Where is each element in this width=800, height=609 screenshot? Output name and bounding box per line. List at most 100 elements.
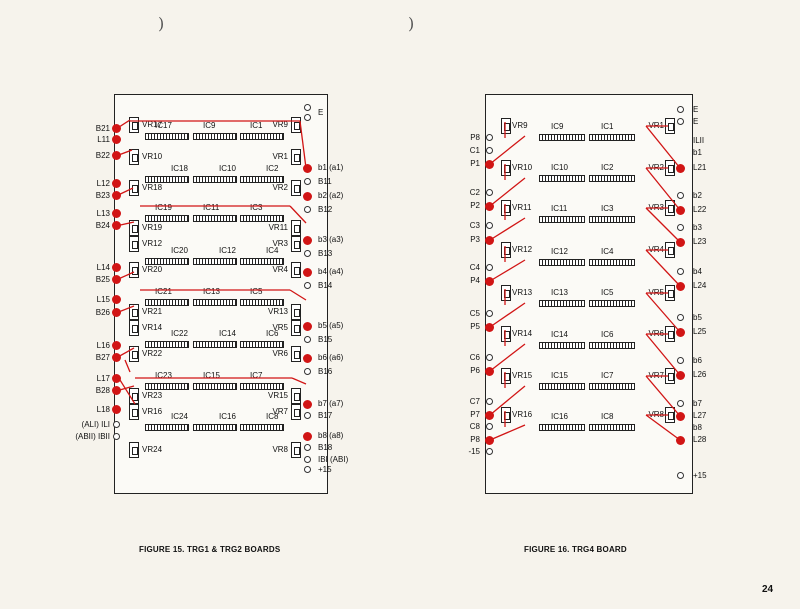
board1-ic-chip — [193, 424, 237, 431]
board1-left-red-pad — [112, 405, 121, 414]
board1-right-label: B18 — [318, 443, 333, 452]
board2-ic-chip — [539, 300, 585, 307]
board1-vr-left-label: VR17 — [142, 120, 163, 129]
board2-left-label: -15 — [468, 447, 480, 456]
board1-left-pad — [113, 421, 120, 428]
board1-ic-label: IC4 — [266, 246, 279, 255]
board2-left-label: C7 — [469, 397, 480, 406]
board1-left-label: B27 — [95, 353, 110, 362]
board1-vr-right-label: VR1 — [272, 152, 288, 161]
board1-vr-right-body — [291, 320, 301, 336]
board1-left-red-pad — [112, 209, 121, 218]
board1-right-pad — [304, 336, 311, 343]
board1-vr-right-label: VR11 — [268, 223, 288, 232]
board2-ic-chip — [539, 342, 585, 349]
board2-left-red-pad — [485, 202, 494, 211]
board2-wire-trace — [489, 135, 526, 165]
board1-ic-label: IC13 — [203, 287, 220, 296]
board2-ic-label: IC7 — [601, 371, 614, 380]
board1-ic-chip — [193, 176, 237, 183]
board2-vr-left-label: VR14 — [512, 329, 533, 338]
board1-vr-right-body — [291, 236, 301, 252]
board1-ic-chip — [240, 383, 284, 390]
board1-ic-chip — [193, 341, 237, 348]
board2-left-pad — [486, 134, 493, 141]
board2-right-pad — [677, 314, 684, 321]
board1-ic-chip — [145, 258, 189, 265]
board2-ic-chip — [539, 175, 585, 182]
board2-ic-chip — [539, 424, 585, 431]
board1-ic-chip — [240, 424, 284, 431]
board1-vr-left-body — [129, 262, 139, 278]
board2-right-pad — [677, 400, 684, 407]
board2-ic-label: IC6 — [601, 330, 614, 339]
board2-left-label: C3 — [469, 221, 480, 230]
board2-ic-chip — [539, 383, 585, 390]
board1-vr-right-label: VR9 — [272, 120, 288, 129]
board1-right-label: B12 — [318, 205, 333, 214]
board2-right-pad — [677, 357, 684, 364]
board1-vr-left-body — [129, 236, 139, 252]
board2-wire-trace — [645, 125, 681, 169]
board1-ic-label: IC2 — [266, 164, 279, 173]
board1-vr-right-label: VR13 — [267, 307, 288, 316]
board1-vr-left-label: VR21 — [142, 307, 163, 316]
board2-left-pad — [486, 423, 493, 430]
board2-ic-label: IC1 — [601, 122, 614, 131]
board1-wire-trace — [115, 149, 133, 157]
board2-left-label: C1 — [469, 146, 480, 155]
board2-left-red-pad — [485, 323, 494, 332]
board1-right-red-pad — [303, 354, 312, 363]
board2-wire-trace — [489, 343, 526, 372]
board1-right-label: B11 — [318, 177, 332, 186]
board1-left-label: L14 — [96, 263, 110, 272]
board1-ic-label: IC22 — [171, 329, 188, 338]
board1-right-red-pad — [303, 268, 312, 277]
board2-right-label: b7 — [693, 399, 702, 408]
board2-ic-label: IC2 — [601, 163, 614, 172]
board2-right-red-pad — [676, 328, 685, 337]
board1-vr-left-body — [129, 404, 139, 420]
board2-ic-chip — [589, 424, 635, 431]
board2-left-label: C6 — [469, 353, 480, 362]
board1-left-label: B22 — [95, 151, 110, 160]
board1-left-red-pad — [112, 341, 121, 350]
board2-wire-trace — [489, 217, 526, 241]
board1-right-label: b4 (a4) — [318, 267, 344, 276]
punch-mark-left: ) — [158, 14, 165, 33]
board2-left-label: P4 — [470, 276, 480, 285]
board1-ic-chip — [240, 176, 284, 183]
board2-left-pad — [486, 222, 493, 229]
board2-left-label: P8 — [470, 435, 480, 444]
board1-right-label: b8 (a8) — [318, 431, 344, 440]
board2-left-pad — [486, 310, 493, 317]
board1-ic-chip — [193, 258, 237, 265]
figure-15-caption: FIGURE 15. TRG1 & TRG2 BOARDS — [139, 545, 281, 554]
board1-right-label: b5 (a5) — [318, 321, 344, 330]
board2-right-pad — [677, 472, 684, 479]
board1-ic-label: IC16 — [219, 412, 236, 421]
board2-left-pad — [486, 448, 493, 455]
board2-wire-trace — [489, 424, 526, 441]
board2-ic-label: IC9 — [551, 122, 564, 131]
board1-vr-left-body — [129, 117, 139, 133]
board2-left-label: C2 — [469, 188, 480, 197]
board2-ic-label: IC10 — [551, 163, 568, 172]
board1-vr-right-body — [291, 262, 301, 278]
board2-vr-left-label: VR11 — [512, 203, 532, 212]
board2-ic-label: IC16 — [551, 412, 568, 421]
board1-wire-trace — [115, 221, 135, 227]
board1-ic-label: IC6 — [266, 329, 279, 338]
board2-ic-label: IC14 — [551, 330, 568, 339]
board1-ic-label: IC7 — [250, 371, 263, 380]
board1-wire-trace — [115, 347, 135, 359]
board2-left-label: C8 — [469, 422, 480, 431]
board1-vr-left-body — [129, 346, 139, 362]
board2-ic-chip — [589, 300, 635, 307]
board1-left-label: (ALI) ILI — [81, 420, 110, 429]
board2-vr-left-label: VR10 — [512, 163, 533, 172]
board1-ic-label: IC20 — [171, 246, 188, 255]
board1-right-red-pad — [303, 192, 312, 201]
board1-left-label: L12 — [96, 179, 110, 188]
